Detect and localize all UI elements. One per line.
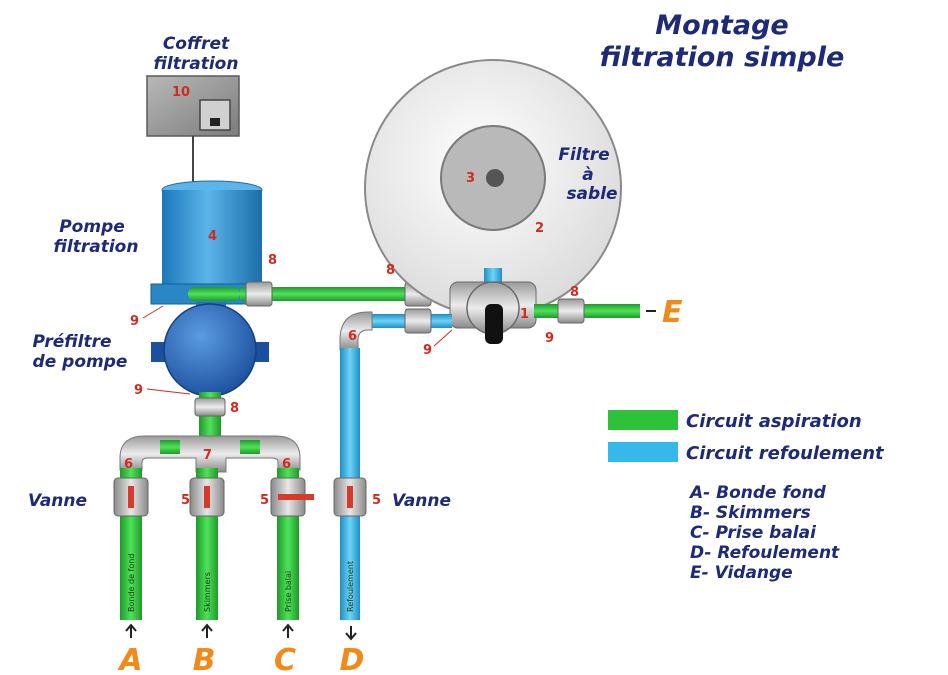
union-8-lower — [194, 397, 226, 417]
part-number-7: 7 — [203, 448, 212, 463]
pump-outlet-elbow — [188, 287, 240, 301]
valve-c-handle — [278, 494, 314, 500]
letter-a: A — [117, 643, 142, 675]
pompe-label-line2: filtration — [54, 237, 139, 257]
letter-d: D — [340, 643, 365, 675]
filtre-label-line2: à — [582, 165, 593, 185]
manifold-green-right — [240, 440, 260, 454]
prefilter-side-right — [255, 342, 269, 362]
legend-item-a: A- Bonde fond — [688, 483, 827, 503]
legend-item-e: E- Vidange — [690, 563, 793, 583]
title-line2: filtration simple — [600, 42, 845, 73]
coffret-label-line1: Coffret — [163, 34, 230, 54]
legend-aspiration-label: Circuit aspiration — [686, 411, 862, 432]
arrow-a-icon — [125, 623, 137, 638]
legend-item-c: C- Prise balai — [690, 523, 817, 543]
arrow-b-icon — [201, 623, 213, 638]
filtre-label-line1: Filtre — [558, 145, 609, 165]
title-line1: Montage — [655, 10, 788, 41]
vanne-label-right: Vanne — [392, 491, 451, 511]
letter-b: B — [193, 643, 216, 675]
sand-filter-lid-center — [486, 169, 504, 187]
part-number-6b: 6 — [124, 457, 133, 472]
multiport-valve-handle — [485, 304, 503, 344]
part-number-8b: 8 — [386, 263, 395, 278]
manifold-green-left — [160, 440, 180, 454]
part-number-1: 1 — [520, 307, 529, 322]
pipe-d-label: Refoulement — [346, 561, 355, 612]
pompe-label-line1: Pompe — [59, 217, 125, 237]
part-number-6a: 6 — [348, 329, 357, 344]
part-number-5b: 5 — [260, 493, 269, 508]
union-9-return — [404, 308, 432, 334]
leader-9b — [146, 388, 191, 395]
prefilter-body — [163, 303, 257, 397]
pipe-b-label: Skimmers — [203, 572, 212, 612]
valve-a-handle — [128, 486, 134, 508]
part-number-2: 2 — [535, 221, 544, 236]
letter-e: E — [662, 295, 683, 330]
vanne-label-left: Vanne — [28, 491, 87, 511]
part-number-10: 10 — [172, 85, 190, 100]
prefilter-side-left — [151, 342, 165, 362]
union-8-pump — [245, 281, 273, 307]
control-box-knob — [210, 118, 220, 126]
legend-swatch-aspiration — [608, 410, 678, 430]
filtre-label-line3: sable — [566, 184, 617, 204]
valve-d-handle — [347, 486, 353, 508]
pressure-pipe-green — [240, 287, 455, 301]
part-number-8c: 8 — [570, 285, 579, 300]
part-number-5a: 5 — [181, 493, 190, 508]
legend-swatch-refoulement — [608, 442, 678, 462]
legend-item-b: B- Skimmers — [690, 503, 811, 523]
coffret-label-line2: filtration — [154, 54, 239, 74]
legend-item-d: D- Refoulement — [690, 543, 840, 563]
leader-9a — [142, 305, 164, 319]
legend-refoulement-label: Circuit refoulement — [686, 443, 885, 464]
arrow-d-icon — [345, 626, 357, 641]
arrow-c-icon — [282, 623, 294, 638]
return-elbow-6 — [339, 311, 373, 351]
part-number-9b: 9 — [134, 383, 143, 398]
part-number-9a: 9 — [130, 314, 139, 329]
pipe-c-label: Prise balai — [284, 571, 293, 612]
part-number-8a: 8 — [268, 253, 277, 268]
valve-b-handle — [204, 486, 210, 508]
part-number-3: 3 — [466, 171, 475, 186]
prefiltre-label-line2: de pompe — [33, 352, 128, 372]
pump-body — [162, 190, 262, 285]
drain-pipe-green — [534, 304, 640, 318]
prefiltre-label-line1: Préfiltre — [32, 332, 111, 352]
pipe-a-label: Bonde de fond — [127, 554, 136, 612]
part-number-4: 4 — [208, 229, 217, 244]
part-number-9c: 9 — [423, 343, 432, 358]
part-number-6c: 6 — [282, 457, 291, 472]
letter-c: C — [274, 643, 296, 675]
leader-9c — [433, 329, 453, 347]
part-number-8d: 8 — [230, 401, 239, 416]
part-number-9d: 9 — [545, 331, 554, 346]
union-8-drain — [557, 298, 585, 324]
part-number-5c: 5 — [372, 493, 381, 508]
